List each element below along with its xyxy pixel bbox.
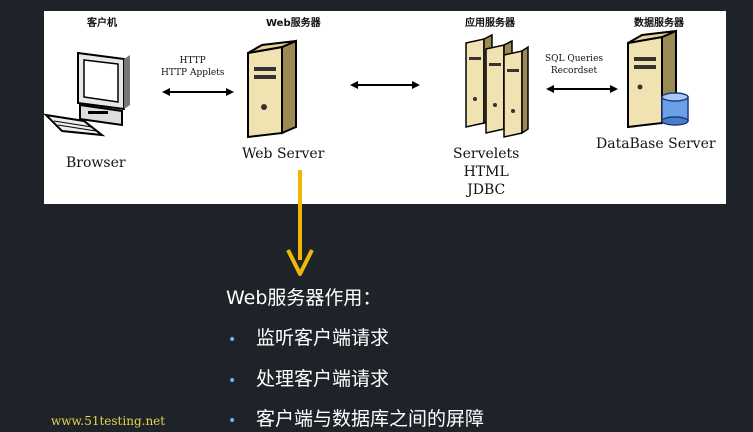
- list-item-text: 处理客户端请求: [256, 368, 390, 390]
- server-tower-icon: [247, 39, 297, 139]
- link-label-recordset: Recordset: [550, 66, 598, 76]
- web-server-label: Web Server: [242, 146, 325, 162]
- app-label-html: HTML: [463, 164, 509, 180]
- web-server-role-section: Web服务器作用： • 监听客户端请求 • 处理客户端请求 • 客户端与数据库之间的屏…: [226, 283, 484, 430]
- bullet-icon: •: [228, 413, 237, 429]
- list-item-text: 监听客户端请求: [256, 327, 390, 349]
- list-item: • 客户端与数据库之间的屏障: [228, 404, 484, 431]
- computer-icon: [43, 51, 130, 137]
- link-label-sql-queries: SQL Queries: [545, 54, 604, 64]
- double-arrow-icon: [546, 85, 618, 93]
- database-server-icon: [627, 29, 689, 129]
- down-arrow-icon: [286, 170, 314, 276]
- double-arrow-icon: [350, 81, 420, 89]
- app-server-title: 应用服务器: [465, 18, 515, 29]
- database-cylinder-icon: [661, 92, 689, 126]
- db-server-label: DataBase Server: [596, 136, 716, 152]
- db-server-title: 数据服务器: [634, 18, 684, 29]
- web-server-title: Web服务器: [266, 18, 321, 29]
- list-item-text: 客户端与数据库之间的屏障: [256, 408, 485, 430]
- list-item: • 监听客户端请求: [228, 323, 389, 350]
- bullet-icon: •: [228, 373, 237, 389]
- link-label-http: HTTP: [179, 56, 206, 66]
- bullet-icon: •: [228, 332, 237, 348]
- app-label-jdbc: JDBC: [467, 182, 506, 198]
- double-arrow-icon: [162, 88, 234, 96]
- site-url[interactable]: www.51testing.net: [51, 414, 166, 428]
- section-title: Web服务器作用：: [226, 287, 382, 309]
- server-cluster-icon: [465, 33, 529, 138]
- client-title: 客户机: [87, 18, 117, 29]
- app-server-labels: Servelets HTML JDBC: [453, 145, 519, 199]
- link-label-http-applets: HTTP Applets: [161, 68, 225, 78]
- link-app-db-labels: SQL Queries Recordset: [545, 53, 603, 77]
- app-label-servelets: Servelets: [453, 146, 520, 162]
- link-client-web-labels: HTTP HTTP Applets: [161, 55, 224, 79]
- architecture-diagram: 客户机 Browser HTTP HTTP Applets Web服务器 Web…: [43, 11, 726, 204]
- list-item: • 处理客户端请求: [228, 364, 389, 391]
- client-label: Browser: [66, 155, 126, 171]
